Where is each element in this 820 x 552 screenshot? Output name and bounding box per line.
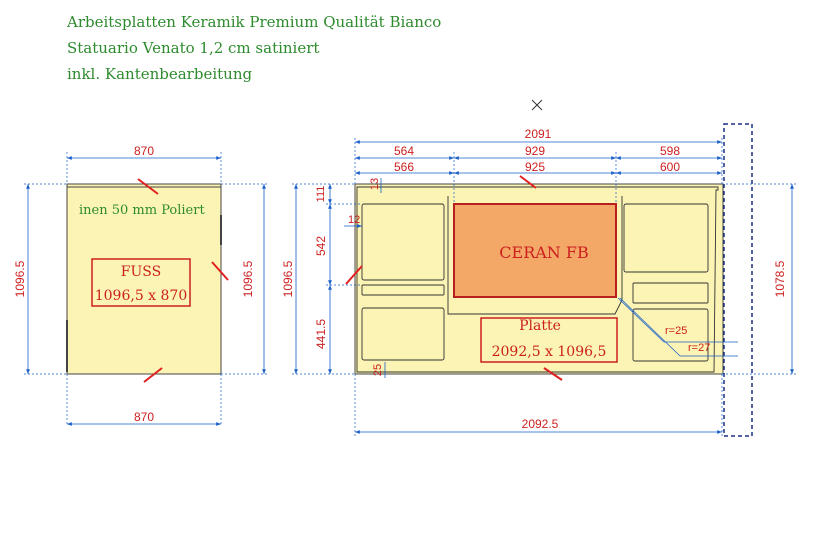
radius-label-2: r=27 — [688, 342, 710, 354]
foot-right-height: 1096.5 — [241, 260, 255, 297]
main-piece: CERAN FB 2091 564 929 598 566 925 600 20… — [281, 123, 798, 437]
main-small-25: 25 — [372, 364, 384, 376]
main-seg-2-row1: 929 — [525, 144, 545, 158]
foot-piece: 870 870 1096.5 1096.5 inen 50 mm Poliert… — [13, 144, 268, 426]
main-label-box — [480, 317, 618, 363]
header-line-3: inkl. Kantenbearbeitung — [67, 65, 252, 83]
main-label-name: Platte — [519, 318, 561, 334]
main-right-height: 1078.5 — [773, 260, 787, 297]
main-seg-1-row1: 564 — [394, 144, 414, 158]
main-total-top: 2091 — [525, 127, 552, 141]
cooktop-label: CERAN FB — [499, 243, 588, 262]
header-line-2: Statuario Venato 1,2 cm satiniert — [67, 39, 319, 57]
main-label-size: 2092,5 x 1096,5 — [492, 344, 607, 360]
header-line-1: Arbeitsplatten Keramik Premium Qualität … — [66, 13, 441, 31]
foot-label-name: FUSS — [121, 264, 161, 280]
foot-left-height: 1096.5 — [13, 260, 27, 297]
radius-label-1: r=25 — [665, 325, 687, 337]
main-left-seg-3: 441.5 — [314, 319, 328, 349]
main-left-seg-2: 542 — [314, 236, 328, 256]
main-seg-3-row2: 600 — [660, 160, 680, 174]
main-total-bottom: 2092.5 — [522, 417, 559, 431]
foot-polish-note: inen 50 mm Poliert — [79, 203, 205, 218]
cross-icon — [531, 99, 543, 111]
main-seg-3-row1: 598 — [660, 144, 680, 158]
foot-top-width: 870 — [134, 144, 154, 158]
cooktop-cutout — [453, 203, 617, 298]
main-small-12: 12 — [348, 214, 360, 226]
main-left-seg-1: 111 — [315, 186, 327, 203]
main-seg-2-row2: 925 — [525, 160, 545, 174]
wall-outline — [723, 123, 753, 437]
foot-label-size: 1096,5 x 870 — [95, 288, 188, 304]
main-seg-1-row2: 566 — [394, 160, 414, 174]
main-left-height: 1096.5 — [281, 260, 295, 297]
foot-label-box — [91, 258, 191, 307]
main-small-13: 13 — [369, 178, 381, 190]
edge-mark-icon — [345, 175, 563, 381]
foot-bottom-width: 870 — [134, 410, 154, 424]
edge-mark-icon — [137, 178, 229, 383]
